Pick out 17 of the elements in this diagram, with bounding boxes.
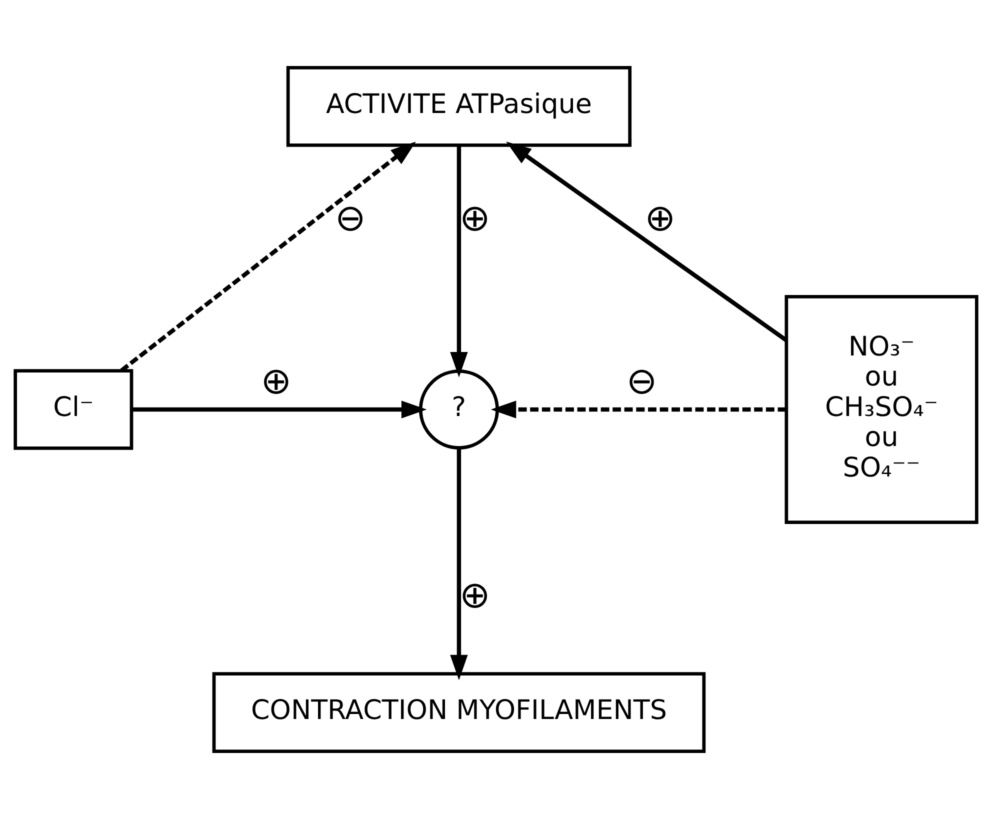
- node-circle: ?: [418, 370, 499, 450]
- edge-label: ⊕: [644, 196, 676, 240]
- node-box: NO₃⁻ ou CH₃SO₄⁻ ou SO₄⁻⁻: [784, 295, 978, 524]
- edge-label: ⊖: [334, 196, 366, 240]
- edge-label: ⊕: [459, 196, 490, 240]
- arrow: [506, 142, 788, 342]
- node-box: ACTIVITE ATPasique: [286, 66, 632, 147]
- edge-label: ⊖: [626, 360, 658, 403]
- node-box: Cl⁻: [14, 369, 134, 450]
- node-box: CONTRACTION MYOFILAMENTS: [212, 672, 706, 753]
- arrow: [450, 448, 468, 680]
- arrow: [450, 145, 468, 378]
- edge-label: ⊕: [260, 360, 292, 403]
- arrow: [120, 142, 416, 372]
- arrow: [490, 400, 786, 418]
- edge-label: ⊕: [459, 573, 490, 616]
- arrow: [132, 400, 427, 418]
